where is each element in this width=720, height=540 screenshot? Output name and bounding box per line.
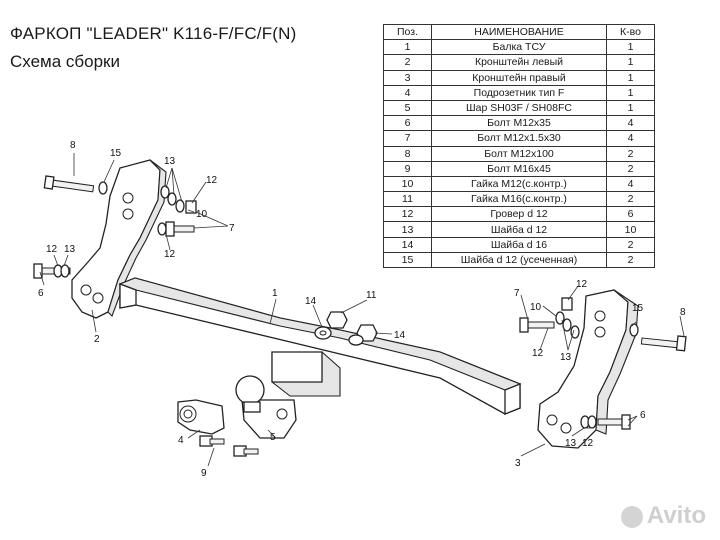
diagram-title: ФАРКОП "LEADER" K116-F/FC/F(N) xyxy=(10,24,297,43)
cell-name: Кронштейн правый xyxy=(431,69,607,86)
callout-11: 11 xyxy=(366,290,377,301)
callout-12-right-c: 12 xyxy=(582,438,594,449)
callout-14-b: 14 xyxy=(394,330,406,341)
right-washers-upper xyxy=(519,297,580,339)
tow-beam xyxy=(118,277,522,415)
callout-7-right: 7 xyxy=(514,288,520,299)
callout-8-right: 8 xyxy=(680,307,686,318)
cell-name: Болт М12х100 xyxy=(431,145,607,162)
callout-6-left: 6 xyxy=(38,288,44,299)
callout-4: 4 xyxy=(178,435,184,446)
left-washers-upper xyxy=(157,185,197,237)
avito-logo-icon xyxy=(620,505,643,528)
center-nuts xyxy=(314,311,378,346)
callout-3: 3 xyxy=(515,458,521,469)
cell-name: Болт М12х1.5х30 xyxy=(431,130,607,147)
avito-watermark: Avito xyxy=(620,502,706,530)
callout-6-right: 6 xyxy=(640,410,646,421)
callout-12-left-a: 12 xyxy=(206,175,218,186)
callout-12-right-a: 12 xyxy=(576,279,588,290)
bolts-9 xyxy=(199,435,259,457)
callout-12-right-b: 12 xyxy=(532,348,544,359)
callout-13-left-b: 13 xyxy=(64,244,76,255)
callout-12-left-b: 12 xyxy=(164,249,176,260)
cell-name: Шайба d 12 (усеченная) xyxy=(431,251,607,269)
socket-bracket xyxy=(177,399,225,435)
callout-2: 2 xyxy=(94,334,100,345)
callout-5: 5 xyxy=(270,432,276,443)
callout-15-right: 15 xyxy=(632,303,644,314)
callout-15-left: 15 xyxy=(110,148,122,159)
callout-1: 1 xyxy=(272,288,278,299)
tow-ball xyxy=(235,375,297,439)
callout-13-left: 13 xyxy=(164,156,176,167)
callout-7-left: 7 xyxy=(229,223,235,234)
watermark-text: Avito xyxy=(646,502,706,529)
left-bolt-8 xyxy=(43,175,108,195)
callout-10-left: 10 xyxy=(196,209,208,220)
callout-12-left-c: 12 xyxy=(46,244,58,255)
callout-9: 9 xyxy=(201,468,207,479)
left-bolts-lower xyxy=(33,263,71,279)
callout-14-a: 14 xyxy=(305,296,317,307)
right-bolt-8 xyxy=(629,323,687,352)
callout-13-right-b: 13 xyxy=(565,438,577,449)
callout-13-right: 13 xyxy=(560,352,572,363)
cell-quantity: 2 xyxy=(606,251,655,269)
callout-10-right: 10 xyxy=(530,302,542,313)
leader-lines xyxy=(39,153,685,467)
diagram-subtitle: Схема сборки xyxy=(10,52,120,71)
left-bracket xyxy=(71,159,167,319)
callout-8-left: 8 xyxy=(70,140,76,151)
